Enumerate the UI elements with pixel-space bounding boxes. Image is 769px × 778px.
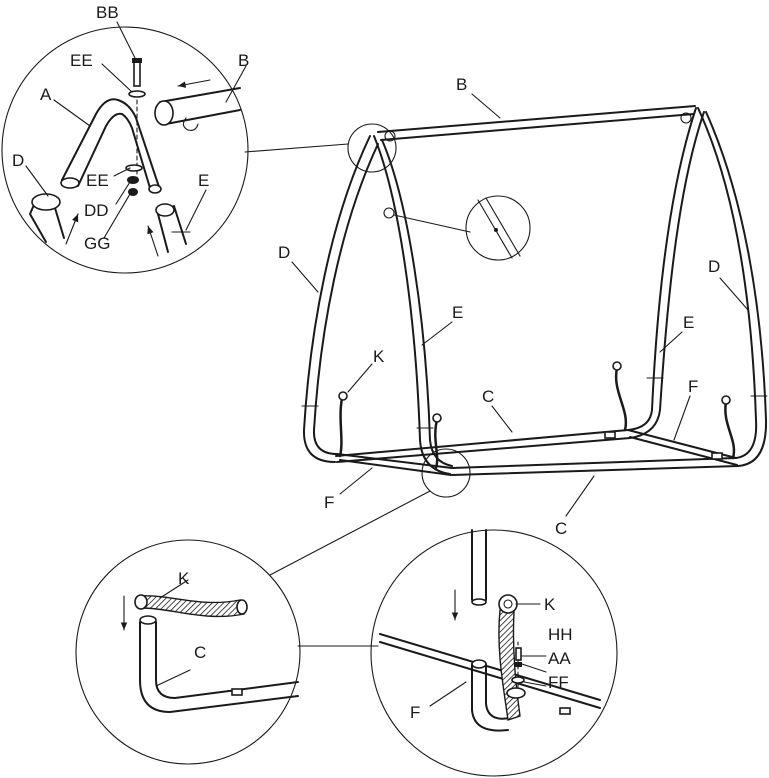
label-k-main: K — [373, 347, 385, 366]
label-k-left-detail: K — [178, 569, 190, 588]
label-dd: DD — [84, 201, 109, 220]
rope-detail-left — [75, 539, 301, 765]
rope-detail-right — [370, 529, 618, 777]
callout-base-joint — [421, 448, 471, 498]
label-c-front: C — [555, 519, 567, 538]
label-k-right-detail: K — [544, 595, 556, 614]
label-e-rear: E — [683, 313, 694, 332]
label-d-front: D — [278, 243, 290, 262]
label-f-detail: F — [410, 703, 420, 722]
label-aa: AA — [548, 649, 571, 668]
label-ee-top: EE — [70, 51, 93, 70]
label-c-back: C — [482, 387, 494, 406]
label-b-main: B — [456, 75, 467, 94]
label-ee-lower: EE — [86, 171, 109, 190]
label-hh: HH — [548, 625, 573, 644]
label-gg: GG — [84, 234, 110, 253]
label-b-detail: B — [238, 51, 249, 70]
part-labels: BB EE B A D EE E DD GG B D D E E K C F F… — [12, 3, 749, 722]
callout-top-joint — [347, 123, 397, 173]
label-bb: BB — [96, 3, 119, 22]
label-e-front: E — [452, 303, 463, 322]
label-f-left: F — [324, 493, 334, 512]
label-c-detail: C — [194, 643, 206, 662]
label-e-detail: E — [198, 171, 209, 190]
main-frame — [301, 105, 768, 476]
label-a: A — [40, 85, 52, 104]
label-d-rear: D — [708, 257, 720, 276]
label-d-detail: D — [12, 151, 24, 170]
label-ff: FF — [548, 673, 569, 692]
hole-detail — [465, 195, 531, 261]
label-f-right: F — [688, 377, 698, 396]
top-joint-detail — [1, 21, 249, 274]
